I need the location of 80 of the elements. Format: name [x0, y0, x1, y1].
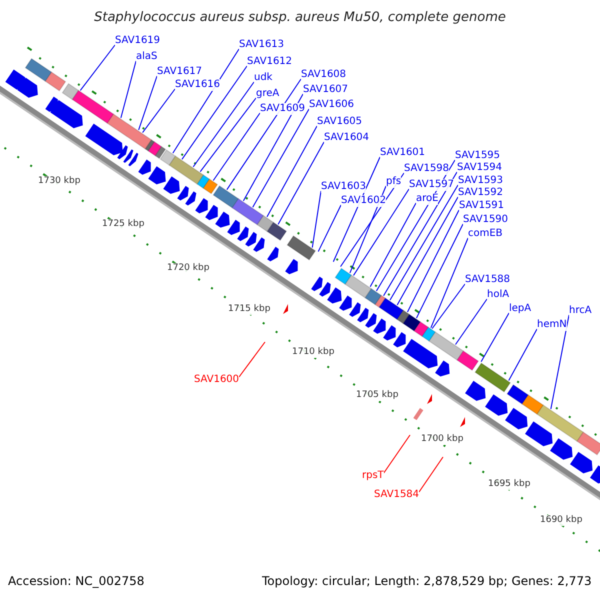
gene-label: SAV1591	[459, 200, 504, 212]
gene-label: SAV1617	[157, 66, 202, 78]
leader-line	[278, 142, 324, 225]
leader-line	[80, 44, 116, 91]
leader-line	[370, 202, 416, 288]
scale-label: 1710 kbp	[292, 347, 334, 358]
scale-label: 1720 kbp	[167, 263, 210, 274]
leader-line	[455, 298, 488, 345]
leader-line	[508, 328, 538, 382]
gene-label: SAV1616	[175, 79, 220, 91]
leader-line	[192, 82, 254, 168]
gene-label: SAV1601	[380, 147, 426, 159]
leader-line	[480, 312, 510, 362]
gene-label: SAV1597	[409, 179, 454, 191]
leader-line	[353, 188, 410, 276]
gene-label: SAV1603	[321, 181, 366, 193]
scale-label: 1690 kbp	[540, 515, 582, 526]
gene-label: lepA	[509, 303, 532, 315]
footer-text: Topology: circular; Length: 2,878,529 bp; Genes: 2,773	[262, 574, 592, 588]
leader-line	[396, 196, 458, 306]
leader-line	[120, 60, 136, 118]
gene-label: SAV1619	[115, 35, 160, 47]
leader-line	[430, 238, 468, 328]
gene-label: rpsT	[362, 470, 384, 482]
gene-label: udk	[254, 72, 272, 84]
leader-line	[266, 126, 318, 218]
scale-label: 1705 kbp	[356, 390, 398, 401]
gene-label: SAV1607	[303, 84, 348, 96]
gene-label: SAV1592	[458, 187, 504, 199]
gene-label: SAV1608	[301, 69, 346, 81]
leader-line	[182, 66, 248, 160]
gene-label: pfs	[386, 176, 402, 188]
scale-label: 1730 kbp	[38, 176, 80, 187]
leader-line	[226, 78, 302, 190]
leader-line	[416, 224, 464, 319]
gene-label: SAV1588	[465, 274, 510, 286]
leader-line	[238, 342, 266, 378]
leader-line	[172, 48, 240, 154]
leader-line	[550, 314, 570, 410]
leader-line	[212, 112, 260, 181]
leader-line	[432, 284, 466, 330]
gene-label: greA	[256, 88, 280, 100]
gene-label: SAV1594	[457, 162, 502, 174]
gene-label: SAV1606	[309, 99, 354, 111]
gene-label: SAV1590	[463, 214, 508, 226]
gene-label: hemN	[537, 319, 567, 331]
gene-label: SAV1602	[341, 195, 386, 207]
gene-label: SAV1612	[247, 56, 292, 68]
leader-line	[418, 456, 444, 492]
gene-label: SAV1598	[404, 163, 450, 175]
gene-label: hrcA	[569, 305, 592, 317]
gene-label: comEB	[468, 228, 503, 240]
gene-label: holA	[487, 289, 510, 301]
leader-line	[332, 156, 380, 262]
scale-label: 1695 kbp	[488, 479, 530, 490]
leader-line	[318, 204, 342, 252]
leader-line	[242, 94, 304, 202]
leader-line	[389, 184, 458, 301]
leader-line	[383, 434, 410, 474]
leader-line	[383, 172, 458, 296]
leader-line	[340, 172, 404, 268]
footer-text: Accession: NC_002758	[8, 574, 144, 588]
leader-line	[407, 210, 460, 312]
title: Staphylococcus aureus subsp. aureus Mu50, complete genome	[93, 10, 507, 26]
gene-label: SAV1609	[260, 103, 306, 115]
gene-label: SAV1595	[455, 150, 500, 162]
gene-label: SAV1613	[239, 39, 284, 51]
leader-line	[252, 108, 310, 208]
gene-label: SAV1605	[317, 116, 362, 128]
leader-line	[142, 88, 176, 134]
gene-label: alaS	[136, 51, 158, 63]
gene-label: SAV1604	[324, 132, 370, 144]
scale-label: 1700 kbp	[421, 434, 464, 445]
scale-label: 1725 kbp	[102, 219, 144, 230]
leader-line	[312, 190, 322, 248]
scale-label: 1715 kbp	[228, 304, 270, 315]
leader-line	[200, 98, 256, 172]
leader-line	[138, 76, 158, 130]
gene-label: aroE	[416, 193, 438, 205]
gene-label: SAV1593	[458, 175, 504, 187]
